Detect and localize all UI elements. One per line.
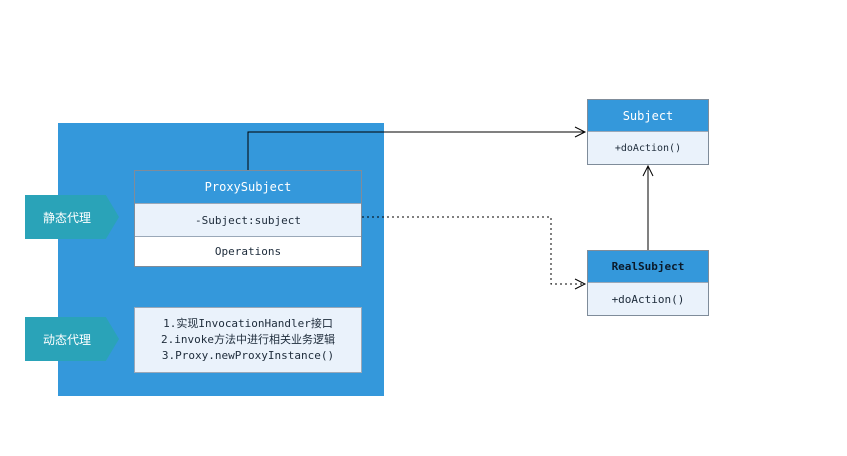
proxy-subject-title: ProxySubject — [135, 171, 361, 203]
proxy-to-realsubject-arrowhead — [574, 278, 587, 290]
proxy-subject-operations: Operations — [135, 236, 361, 266]
real-subject-title: RealSubject — [588, 251, 708, 282]
real-subject-method: +doAction() — [588, 282, 708, 315]
subject-title: Subject — [588, 100, 708, 131]
real-subject-class: RealSubject +doAction() — [587, 250, 709, 316]
static-proxy-label: 静态代理 — [43, 210, 92, 225]
dynamic-proxy-tag: 动态代理 — [25, 317, 119, 361]
note-line: 3.Proxy.newProxyInstance() — [161, 349, 335, 362]
static-proxy-tag: 静态代理 — [25, 195, 119, 239]
proxy-to-subject-arrowhead — [574, 126, 587, 138]
proxy-to-realsubject-connector — [362, 216, 584, 285]
subject-method: +doAction() — [588, 131, 708, 164]
note-line: 1.实现InvocationHandler接口 — [163, 317, 333, 330]
dynamic-proxy-notes: 1.实现InvocationHandler接口 2.invoke方法中进行相关业… — [134, 307, 362, 373]
proxy-subject-class: ProxySubject -Subject:subject Operations — [134, 170, 362, 267]
note-line: 2.invoke方法中进行相关业务逻辑 — [161, 333, 335, 346]
proxy-subject-field: -Subject:subject — [135, 203, 361, 236]
dynamic-proxy-label: 动态代理 — [43, 332, 92, 347]
subject-class: Subject +doAction() — [587, 99, 709, 165]
realsubject-to-subject-arrowhead — [642, 164, 654, 177]
